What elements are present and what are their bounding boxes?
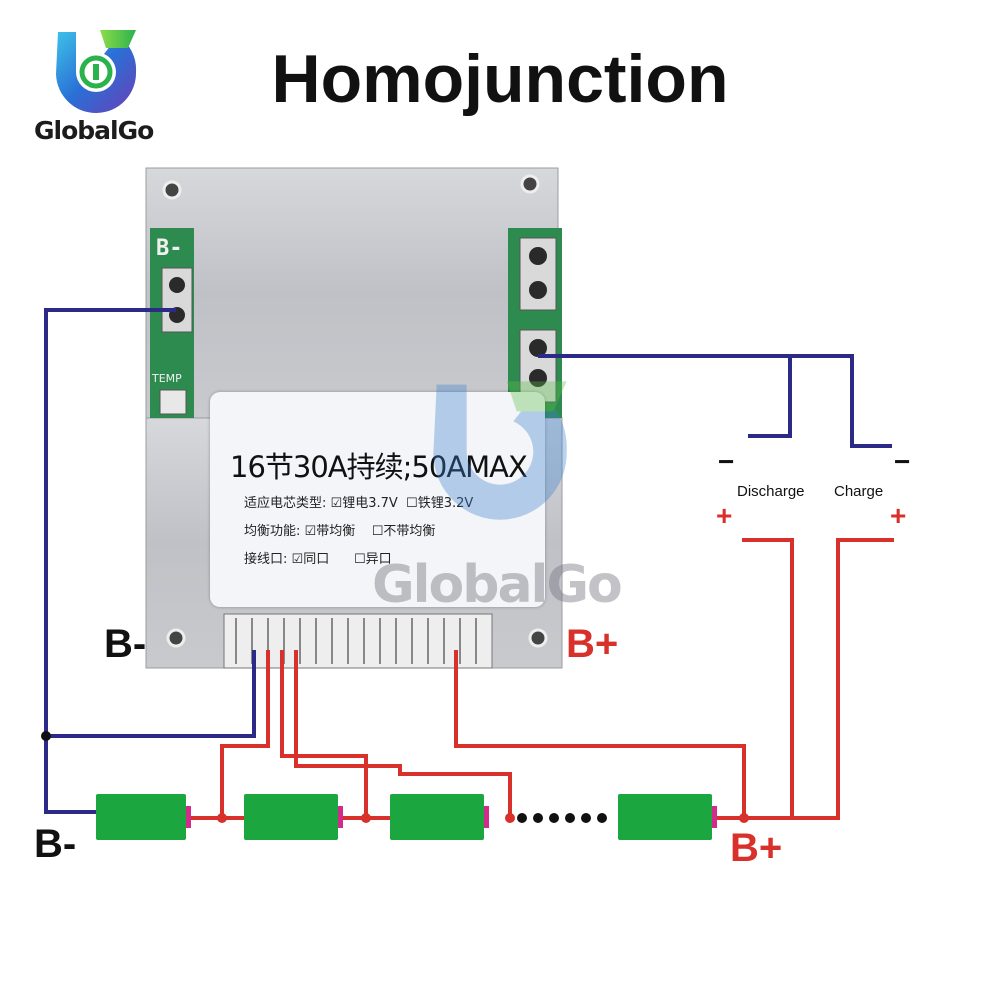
mounting-hole bbox=[520, 174, 540, 194]
aluminium-plate bbox=[145, 167, 559, 419]
balance-wire-2 bbox=[280, 650, 368, 818]
negative-wires bbox=[44, 308, 892, 814]
spec-option: 同口 bbox=[303, 552, 330, 567]
discharge-minus-wire bbox=[748, 356, 792, 438]
battery-cell bbox=[618, 794, 712, 840]
spec-option: 铁锂3.2V bbox=[417, 496, 474, 511]
b-minus-terminal-screw bbox=[169, 277, 185, 293]
discharge-plus-wire bbox=[742, 538, 794, 818]
spec-option: 不带均衡 bbox=[383, 524, 436, 539]
positive-wires bbox=[188, 538, 894, 820]
battery-cell bbox=[244, 794, 338, 840]
pack-b-minus-label: B- bbox=[34, 822, 77, 866]
c-minus-terminal-screw bbox=[529, 281, 547, 299]
spec-option: 异口 bbox=[365, 552, 392, 567]
discharge-minus-sign: − bbox=[718, 446, 735, 477]
empty-box-icon: ☐ bbox=[406, 496, 418, 511]
spec-row-label: 适应电芯类型: bbox=[244, 496, 327, 511]
discharge-plus-sign: + bbox=[716, 500, 733, 531]
junction-dots bbox=[217, 813, 749, 823]
battery-cell bbox=[390, 794, 484, 840]
watermark-text: GlobalGo bbox=[372, 555, 623, 615]
watermark-logo bbox=[433, 381, 567, 520]
b-minus-wire bbox=[44, 308, 176, 814]
discharge-label: Discharge bbox=[737, 483, 805, 500]
p-minus-terminal-screw bbox=[529, 369, 547, 387]
pack-b-plus-wire bbox=[714, 538, 894, 820]
empty-box-icon: ☐ bbox=[371, 524, 384, 539]
spec-label: 16节30A持续;50AMAX 适应电芯类型: ☑锂电3.7V ☐铁锂3.2V … bbox=[210, 392, 545, 607]
cell-terminal bbox=[712, 806, 717, 828]
cell-terminal bbox=[338, 806, 343, 828]
mounting-hole bbox=[162, 180, 182, 200]
board-b-plus-label: B+ bbox=[566, 622, 619, 666]
battery-cell bbox=[96, 794, 186, 840]
spec-row-label: 接线口: bbox=[244, 552, 288, 567]
continuation-dots bbox=[517, 813, 607, 823]
cell-terminal bbox=[186, 806, 191, 828]
c-minus-terminal-screw bbox=[529, 247, 547, 265]
spec-row: 接线口: ☑同口 ☐异口 bbox=[244, 548, 392, 567]
spec-row: 均衡功能: ☑带均衡 ☐不带均衡 bbox=[244, 520, 435, 539]
charge-plus-sign: + bbox=[890, 500, 907, 531]
checked-box-icon: ☑ bbox=[304, 524, 317, 539]
battery-cells bbox=[96, 794, 717, 840]
brand-name: GlobalGo bbox=[34, 116, 154, 145]
mounting-hole bbox=[528, 628, 548, 648]
balance-b-minus-wire bbox=[46, 650, 256, 738]
spec-row: 适应电芯类型: ☑锂电3.7V ☐铁锂3.2V bbox=[244, 492, 473, 511]
temp-connector bbox=[159, 389, 187, 415]
cell-terminal bbox=[484, 806, 489, 828]
spec-main-text: 16节30A持续;50AMAX bbox=[230, 450, 528, 484]
charge-minus-sign: − bbox=[894, 446, 911, 477]
balance-connector bbox=[223, 613, 493, 669]
junction-dot bbox=[41, 731, 51, 741]
balance-wire-1 bbox=[220, 650, 270, 818]
checked-box-icon: ☑ bbox=[330, 496, 343, 511]
mounting-hole bbox=[166, 628, 186, 648]
empty-box-icon: ☐ bbox=[354, 552, 366, 567]
page-title: Homojunction bbox=[271, 41, 729, 117]
spec-option: 带均衡 bbox=[316, 524, 356, 539]
charge-label: Charge bbox=[834, 483, 884, 500]
balance-wire-b-plus bbox=[454, 650, 746, 818]
p-minus-wire bbox=[538, 354, 892, 448]
balance-connector-pins bbox=[235, 618, 477, 664]
spec-row-label: 均衡功能: bbox=[244, 524, 301, 539]
checked-box-icon: ☑ bbox=[291, 552, 304, 567]
pcb-temp-label: TEMP bbox=[152, 372, 182, 385]
pcb-b-minus-label: B- bbox=[156, 236, 183, 261]
p-minus-terminal-screw bbox=[529, 339, 547, 357]
globalgo-logo bbox=[56, 30, 137, 114]
balance-wire-3 bbox=[294, 650, 512, 818]
pack-b-plus-label: B+ bbox=[730, 826, 783, 870]
spec-option: 锂电3.7V bbox=[342, 496, 398, 511]
board-b-minus-label: B- bbox=[104, 622, 147, 666]
